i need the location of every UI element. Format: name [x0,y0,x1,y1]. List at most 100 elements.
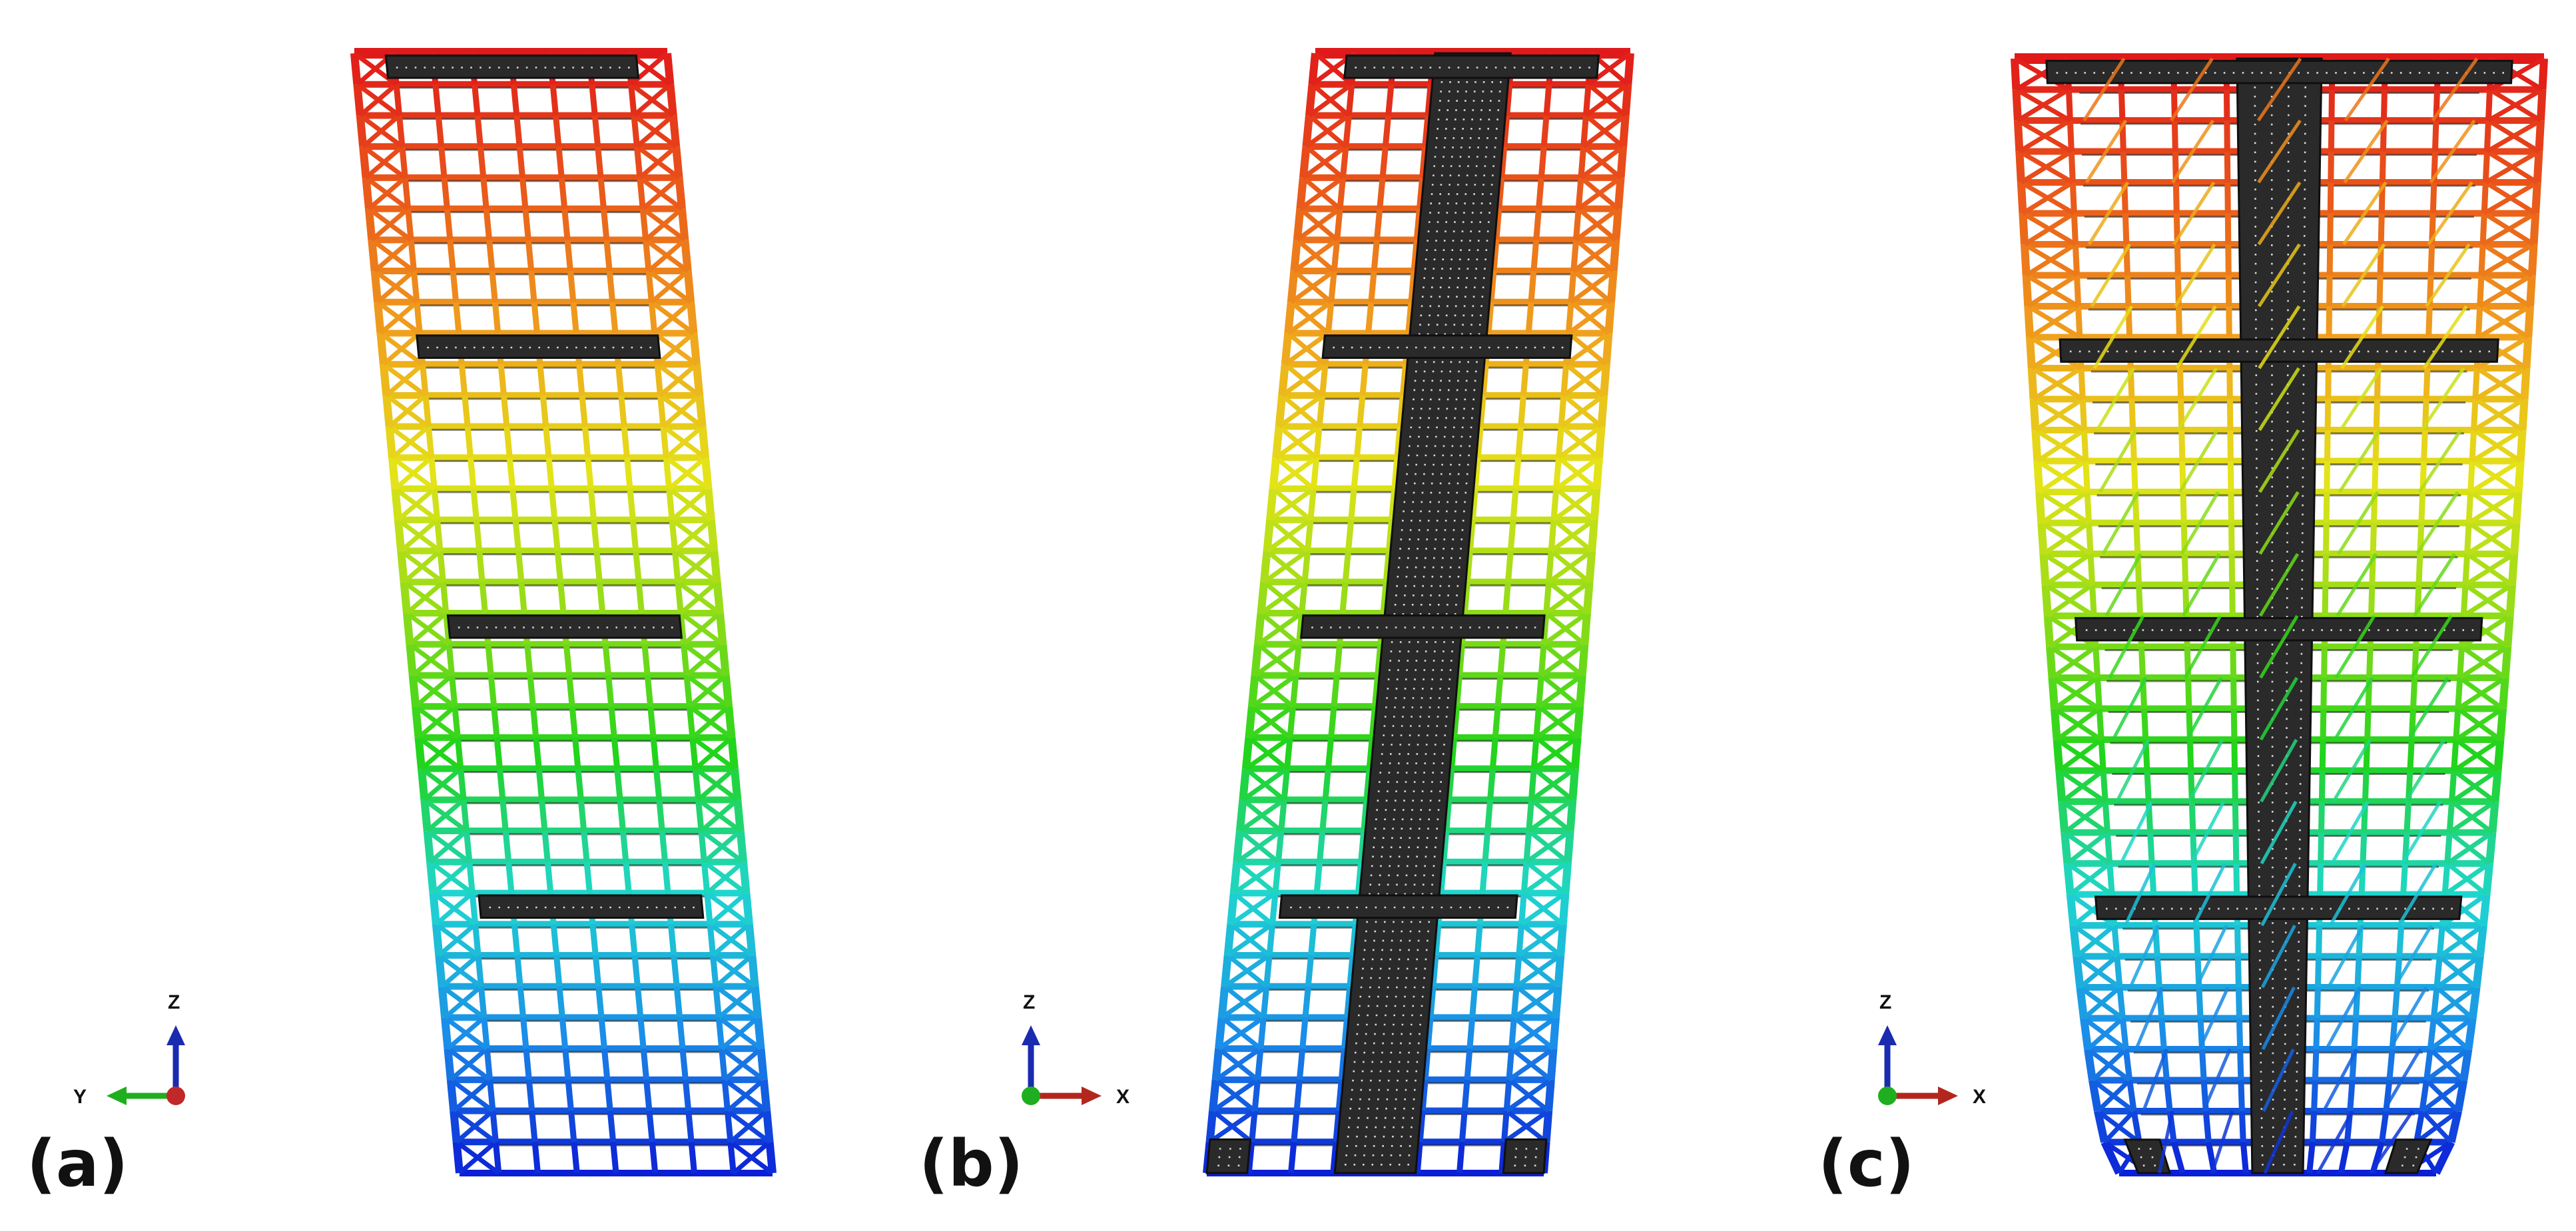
column-segment [570,271,573,302]
column-segment [2030,338,2032,369]
column-segment [2117,957,2120,988]
column-segment [1255,1080,1257,1111]
column-segment [1516,457,1518,489]
column-segment [582,395,585,427]
column-segment [2310,1142,2313,1174]
column-segment [494,706,497,738]
column-segment [2413,678,2414,709]
column-segment [1546,85,1549,116]
column-segment [1522,893,1524,925]
column-segment [2528,306,2530,338]
column-segment [1284,769,1287,800]
column-segment [1604,364,1606,395]
column-segment [546,427,549,458]
column-segment [2233,647,2234,678]
column-segment [2174,1142,2182,1174]
column-segment [1534,738,1536,769]
column-segment [574,1142,577,1173]
column-segment [1546,1111,1549,1142]
column-segment [2166,1081,2170,1112]
column-segment [2125,214,2126,245]
column-segment [599,987,601,1018]
column-segment [1267,955,1269,987]
column-segment [1586,85,1588,116]
column-segment [2381,214,2382,245]
column-segment [436,85,438,116]
column-segment [569,675,572,706]
column-segment [1506,582,1508,613]
column-segment [2077,276,2079,307]
column-segment [614,738,617,769]
column-segment [2516,492,2518,523]
column-segment [2485,152,2487,183]
column-segment [1541,146,1544,178]
column-segment [2400,925,2402,957]
column-segment [2473,399,2475,431]
column-segment [1524,862,1526,893]
column-segment [465,395,468,427]
column-segment [489,240,492,271]
column-segment [2199,987,2200,1019]
column-segment [495,302,497,334]
column-segment [1618,178,1621,209]
column-segment [605,644,608,676]
column-segment [2404,863,2406,895]
column-segment [523,1017,526,1049]
column-segment [2091,554,2093,585]
column-segment [573,302,576,334]
column-segment [2037,461,2039,493]
column-segment [2324,647,2325,678]
column-segment [1513,489,1516,520]
column-segment [501,364,503,395]
column-segment [514,924,517,955]
column-segment [2525,368,2527,399]
column-segment [483,178,486,209]
column-segment [497,738,499,769]
column-segment [626,862,629,893]
column-segment [2021,182,2023,214]
column-segment [2067,863,2070,895]
column-segment [2315,1049,2316,1081]
column-segment [1383,146,1385,178]
column-segment [2472,430,2473,461]
column-segment [2105,802,2107,833]
column-segment [503,800,505,831]
column-segment [2238,987,2239,1019]
column-segment [618,364,621,395]
column-segment [597,551,599,583]
column-segment [1549,551,1552,583]
column-segment [2429,306,2430,338]
column-segment [1571,271,1574,302]
column-segment [2134,461,2135,493]
column-segment [540,364,543,395]
column-segment [1574,240,1576,271]
column-segment [620,800,623,831]
column-segment [2537,152,2539,183]
column-segment [1575,738,1578,769]
column-segment [2093,585,2094,616]
tower-model-c [2015,59,2544,1173]
column-segment [610,1111,613,1142]
column-segment [1566,862,1568,893]
column-segment [1291,1142,1294,1173]
column-segment [2235,771,2236,802]
column-segment [527,644,530,676]
axis-triad-b: Z X [1022,991,1129,1108]
column-segment [2419,554,2420,585]
column-segment [2157,957,2159,988]
column-segment [1546,582,1549,613]
column-segment [607,1080,610,1111]
column-segment [1296,644,1299,676]
column-segment [539,769,541,800]
column-segment [1498,675,1500,706]
column-segment [2114,925,2117,957]
column-segment [565,209,567,240]
column-segment [2034,399,2036,431]
column-segment [579,364,582,395]
column-segment [2240,1049,2241,1081]
column-segment [1539,675,1542,706]
column-segment [2368,709,2369,740]
column-segment [2410,740,2412,771]
column-segment [1357,427,1359,458]
column-segment [1269,924,1272,955]
